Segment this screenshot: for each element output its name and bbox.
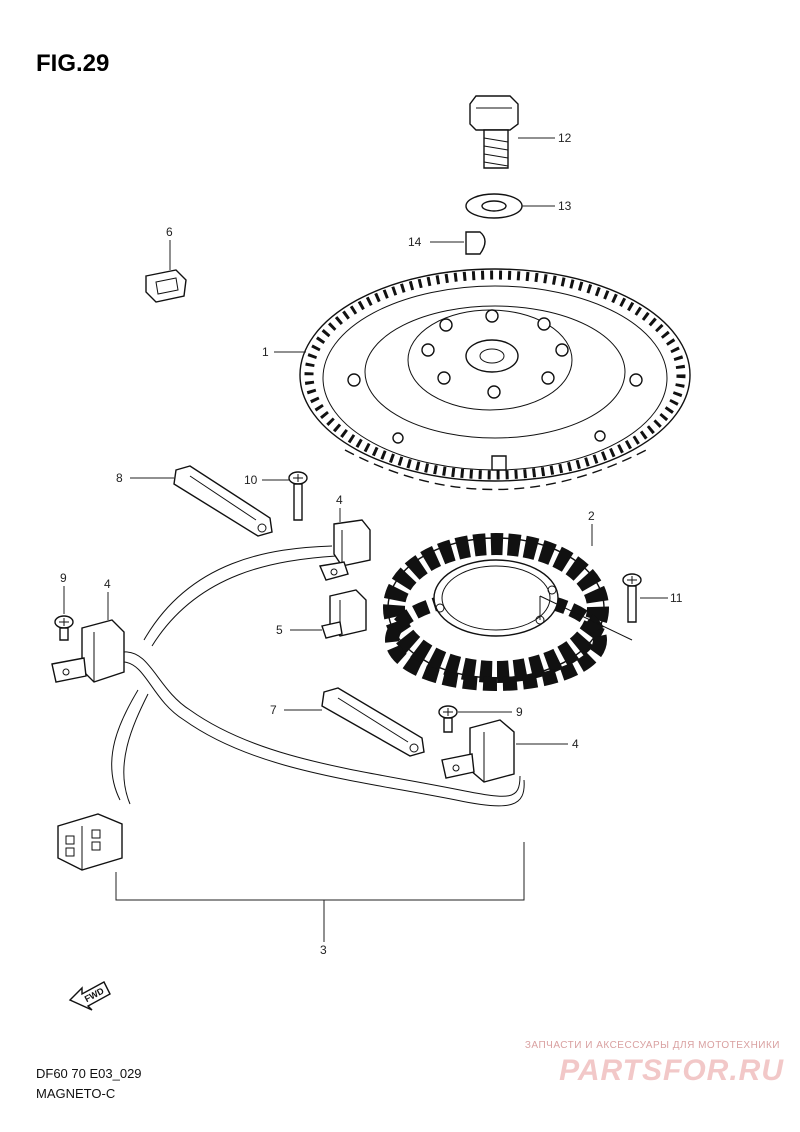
figure-title: FIG.29 (36, 50, 110, 77)
callout-5: 5 (276, 623, 283, 637)
callout-7: 7 (270, 703, 277, 717)
fwd-arrow-icon: FWD (68, 981, 111, 1011)
callout-8: 8 (116, 471, 123, 485)
clamp-5 (321, 589, 367, 639)
clamp-4-right (441, 719, 515, 783)
stator-2 (383, 533, 633, 691)
watermark-tagline: ЗАПЧАСТИ И АКСЕССУАРЫ ДЛЯ МОТОТЕХНИКИ (524, 1040, 780, 1051)
wire-harness-3 (57, 545, 525, 871)
screw-11 (622, 573, 642, 623)
screw-10 (288, 471, 308, 521)
strap-8 (173, 465, 273, 537)
strap-7 (321, 687, 425, 757)
clamp-4-top (319, 519, 371, 581)
callout-4-right: 4 (572, 737, 579, 751)
bolt-12 (469, 95, 519, 169)
bracket-3 (115, 842, 525, 901)
callout-12: 12 (558, 131, 572, 145)
screw-9-left (54, 615, 74, 641)
callout-9-right: 9 (516, 705, 523, 719)
callout-3: 3 (320, 943, 327, 957)
clip-6 (145, 269, 187, 303)
callout-4-top: 4 (336, 493, 343, 507)
callout-13: 13 (558, 199, 572, 213)
watermark-logo: PARTSFOR.RU (559, 1054, 784, 1087)
screw-9-right (438, 705, 458, 733)
callout-14: 14 (408, 235, 422, 249)
key-14 (465, 231, 486, 255)
callout-2: 2 (588, 509, 595, 523)
diagram-subtitle: MAGNETO-C (36, 1086, 116, 1101)
flywheel-1 (299, 268, 691, 491)
washer-13 (465, 193, 523, 219)
callout-1: 1 (262, 345, 269, 359)
clamp-4-left (51, 619, 125, 683)
callout-10: 10 (244, 473, 258, 487)
callout-9-left: 9 (60, 571, 67, 585)
callout-4-left: 4 (104, 577, 111, 591)
diagram-code: DF60 70 E03_029 (36, 1066, 142, 1081)
callout-11: 11 (670, 591, 683, 605)
callout-6: 6 (166, 225, 173, 239)
